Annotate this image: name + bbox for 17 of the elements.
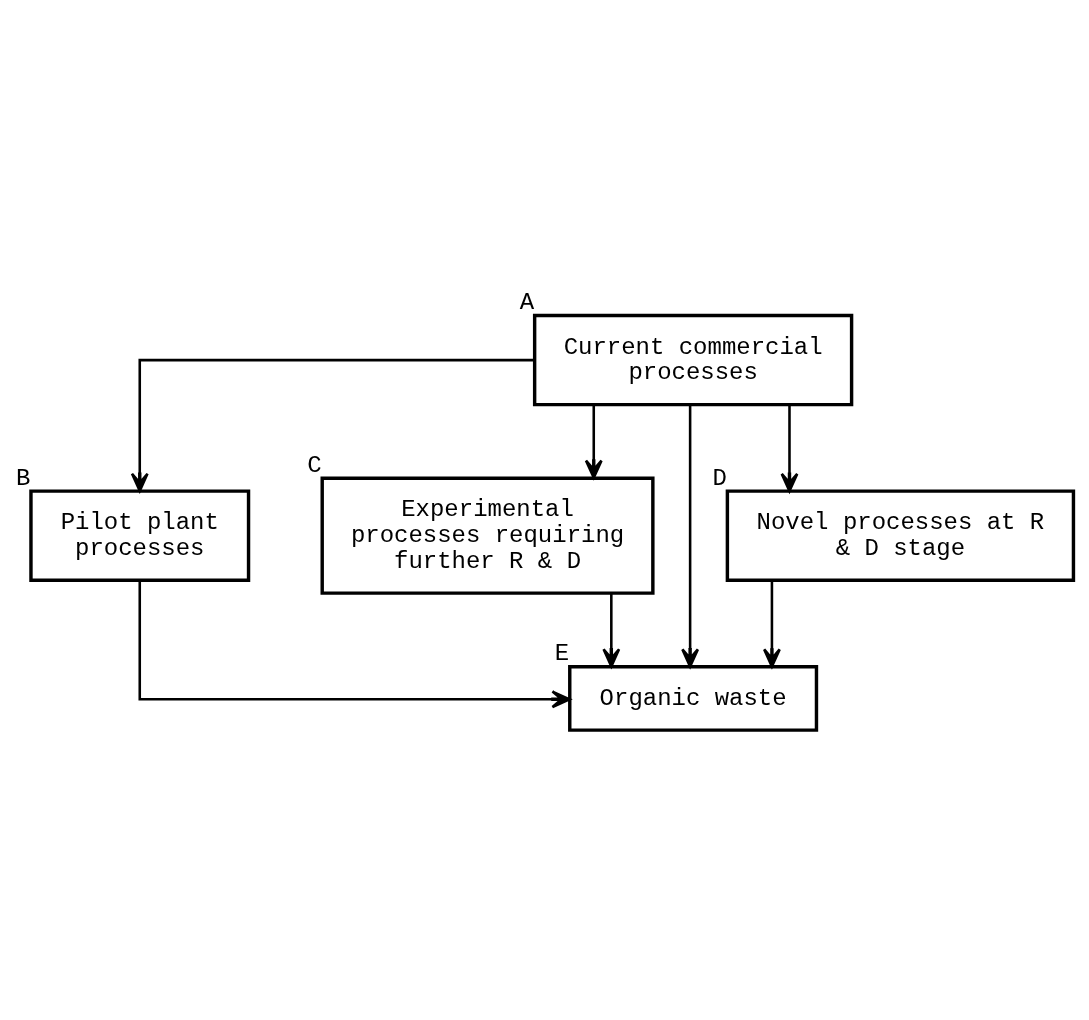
node-box: Novel processes at R & D stage [725, 489, 1076, 582]
arrow [681, 405, 700, 668]
node-label: E [554, 640, 570, 668]
node-label: B [16, 464, 31, 492]
node-label: A [519, 289, 535, 317]
node-box: Experimental processes requiring further R & D [320, 476, 655, 595]
arrow [130, 358, 535, 493]
node-box: Organic waste [568, 665, 819, 732]
arrow [762, 580, 781, 668]
node-box: Pilot plant processes [29, 489, 251, 582]
node-label: C [307, 451, 322, 479]
arrow [780, 404, 799, 493]
node-box: Current commercial processes [532, 313, 854, 407]
arrow [602, 593, 621, 668]
arrow [138, 580, 571, 709]
arrow [584, 404, 603, 480]
node-label: D [712, 464, 727, 492]
